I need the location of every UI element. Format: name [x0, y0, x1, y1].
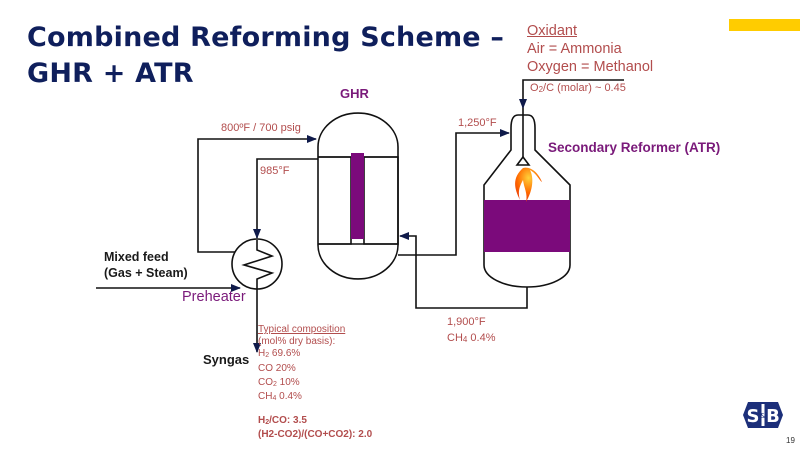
atr-outlet-temp: 1,900°F — [447, 316, 486, 328]
comp-value: 10% — [276, 376, 300, 388]
ghr-return-line — [253, 158, 318, 239]
slide-title-line1: Combined Reforming Scheme – — [27, 22, 505, 53]
preheater-coil — [241, 240, 275, 290]
comp-sub: 2 — [273, 380, 277, 388]
h2-co-ratio: H2/CO: 3.5 — [258, 415, 372, 429]
comp-prefix: CO — [258, 376, 273, 388]
atr-outlet-line — [399, 232, 528, 309]
ratio1-suffix: /CO: 3.5 — [269, 415, 307, 427]
composition-heading: Typical composition — [258, 324, 346, 335]
page-number: 19 — [786, 436, 795, 445]
ghr-return-temp: 985°F — [260, 165, 290, 177]
company-logo: S B & — [743, 402, 783, 428]
atr-outlet-methane: CH4 0.4% — [447, 332, 495, 346]
oxidant-line — [519, 79, 624, 109]
atr-inlet-temp: 1,250°F — [458, 117, 497, 129]
atr-catalyst — [484, 200, 570, 252]
atr-label: Secondary Reformer (ATR) — [548, 140, 721, 155]
slide-title-line2: GHR + ATR — [27, 58, 194, 89]
burner-tip — [515, 155, 531, 166]
ratio1-prefix: H — [258, 415, 266, 427]
logo-left-letter: S — [747, 406, 760, 427]
comp-prefix: CO — [258, 362, 273, 374]
ghr-inlet-conditions: 800ºF / 700 psig — [221, 122, 301, 134]
oxidant-heading: Oxidant — [527, 23, 577, 39]
ghr-label: GHR — [340, 86, 369, 101]
composition-co: CO 20% — [258, 363, 372, 377]
logo-right-letter: B — [766, 406, 780, 427]
oxidant-air: Air = Ammonia — [527, 41, 622, 57]
accent-bar — [729, 19, 800, 31]
comp-sub: 4 — [272, 395, 277, 403]
ch4-value: 0.4% — [467, 332, 496, 344]
ratio-sub: 2 — [538, 85, 544, 94]
syngas-label: Syngas — [203, 352, 250, 367]
flame-icon — [515, 167, 542, 202]
composition-ch4: CH4 0.4% — [258, 391, 372, 405]
comp-value: 20% — [273, 362, 296, 374]
module-ratio: (H2-CO2)/(CO+CO2): 2.0 — [258, 429, 373, 441]
composition-co2: CO2 10% — [258, 377, 372, 391]
ghr-catalyst — [351, 153, 364, 239]
comp-prefix: H — [258, 348, 266, 360]
ratio-suffix: /C (molar) ~ 0.45 — [543, 82, 626, 94]
comp-value: 0.4% — [276, 391, 302, 403]
oxidant-note: Oxidant Air = Ammonia Oxygen = Methanol — [527, 22, 653, 76]
preheater-label: Preheater — [182, 289, 246, 305]
oxygen-carbon-ratio: O2/C (molar) ~ 0.45 — [530, 82, 626, 96]
oxidant-oxygen: Oxygen = Methanol — [527, 59, 654, 75]
ch4-sub: 4 — [462, 335, 468, 344]
logo-ampersand: & — [760, 412, 766, 420]
mixed-feed-line1: Mixed feed — [104, 250, 169, 264]
comp-prefix: CH — [258, 391, 273, 403]
ch4-prefix: CH — [447, 332, 463, 344]
comp-sub: 2 — [265, 352, 270, 360]
syngas-composition: Typical composition (mol% dry basis): H2… — [258, 324, 372, 442]
mixed-feed-label: Mixed feed (Gas + Steam) — [104, 249, 188, 281]
ratio-prefix: O — [530, 82, 539, 94]
composition-basis: (mol% dry basis): — [258, 336, 336, 348]
atr-feed-line — [398, 129, 510, 256]
slide-title: Combined Reforming Scheme – GHR + ATR — [27, 20, 504, 92]
composition-h2: H2 69.6% — [258, 348, 372, 362]
ghr-feed-line — [197, 135, 317, 253]
mixed-feed-line2: (Gas + Steam) — [104, 266, 188, 280]
comp-value: 69.6% — [269, 348, 301, 360]
ratio1-sub: 2 — [265, 419, 270, 427]
